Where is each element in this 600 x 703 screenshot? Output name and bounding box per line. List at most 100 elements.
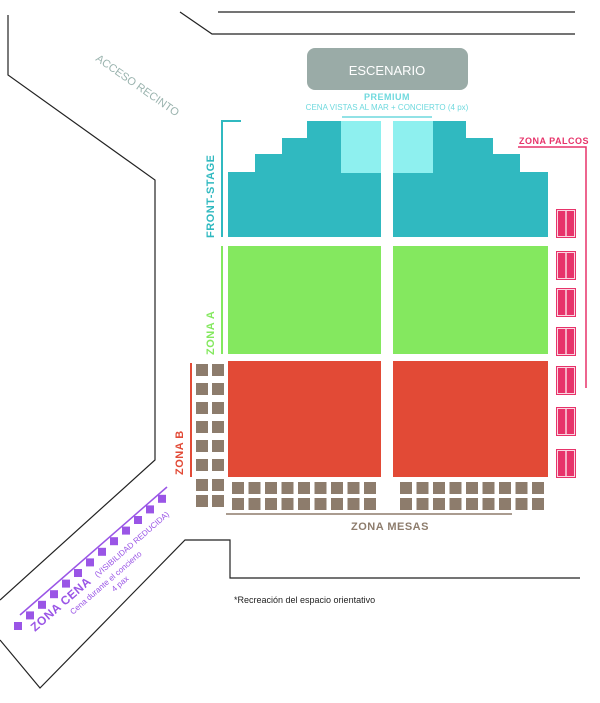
premium-right[interactable] [393, 121, 433, 173]
mesa-table[interactable] [212, 364, 224, 376]
mesa-table[interactable] [466, 498, 478, 510]
mesa-table[interactable] [196, 479, 208, 491]
palco-inner-border [557, 210, 575, 237]
mesa-table[interactable] [196, 364, 208, 376]
palco-inner-border [557, 328, 575, 355]
mesa-table[interactable] [314, 482, 327, 494]
mesa-table[interactable] [196, 421, 208, 433]
palco-box[interactable] [556, 209, 576, 238]
cena-table[interactable] [14, 622, 22, 630]
wall-bottom-left [0, 539, 580, 689]
mesa-table[interactable] [466, 482, 478, 494]
front-stage-bracket [221, 120, 241, 237]
mesa-table[interactable] [331, 482, 343, 494]
mesa-table[interactable] [232, 498, 244, 510]
cena-table[interactable] [122, 526, 130, 535]
mesa-table[interactable] [347, 482, 360, 494]
venue-walls [0, 11, 580, 689]
mesa-table[interactable] [314, 498, 327, 510]
cena-table[interactable] [50, 590, 58, 599]
mesa-table[interactable] [532, 482, 544, 494]
palco-inner-border [557, 367, 575, 394]
zona-b-label: ZONA B [174, 430, 186, 475]
mesa-table[interactable] [515, 498, 528, 510]
mesa-table[interactable] [212, 459, 224, 471]
mesa-table[interactable] [265, 482, 277, 494]
mesa-table[interactable] [331, 498, 343, 510]
cena-table[interactable] [26, 611, 34, 620]
cena-table[interactable] [74, 569, 82, 577]
mesa-table[interactable] [212, 383, 224, 395]
mesa-table[interactable] [482, 498, 495, 510]
mesa-table[interactable] [212, 479, 224, 491]
front-stage-label: FRONT-STAGE [205, 154, 217, 238]
palco-box[interactable] [556, 449, 576, 478]
mesa-table[interactable] [364, 498, 376, 510]
wall-top [179, 11, 575, 35]
zona-cena [14, 494, 166, 630]
mesa-table[interactable] [248, 498, 261, 510]
cena-table[interactable] [62, 579, 70, 588]
mesa-table[interactable] [281, 498, 294, 510]
mesa-table[interactable] [433, 482, 445, 494]
mesa-table[interactable] [416, 482, 429, 494]
palco-box[interactable] [556, 366, 576, 395]
zona-mesas-label: ZONA MESAS [351, 521, 429, 533]
mesa-table[interactable] [298, 482, 310, 494]
zona-a-right[interactable] [393, 246, 548, 354]
mesa-table[interactable] [416, 498, 429, 510]
mesa-table[interactable] [281, 482, 294, 494]
footnote: *Recreación del espacio orientativo [234, 595, 375, 605]
mesa-table[interactable] [499, 482, 511, 494]
mesa-table[interactable] [400, 482, 412, 494]
zona-cena-suffix: (VISIBILIDAD REDUCIDA) [93, 509, 171, 579]
palco-inner-border [557, 450, 575, 477]
cena-table[interactable] [158, 494, 166, 503]
palco-box[interactable] [556, 251, 576, 280]
mesa-table[interactable] [364, 482, 376, 494]
cena-table[interactable] [110, 537, 118, 546]
mesa-table[interactable] [449, 482, 462, 494]
zona-cena-underline [19, 486, 168, 616]
mesa-table[interactable] [400, 498, 412, 510]
mesa-table[interactable] [248, 482, 261, 494]
zona-a-label: ZONA A [205, 311, 217, 355]
mesa-table[interactable] [433, 498, 445, 510]
zona-a-left[interactable] [228, 246, 381, 354]
cena-table[interactable] [134, 516, 142, 524]
mesa-table[interactable] [196, 440, 208, 452]
palco-box[interactable] [556, 327, 576, 356]
palco-box[interactable] [556, 407, 576, 436]
mesa-table[interactable] [212, 402, 224, 414]
mesa-table[interactable] [347, 498, 360, 510]
mesa-table[interactable] [212, 495, 224, 507]
mesa-table[interactable] [196, 402, 208, 414]
mesa-table[interactable] [515, 482, 528, 494]
mesa-table[interactable] [265, 498, 277, 510]
mesa-table[interactable] [449, 498, 462, 510]
mesa-table[interactable] [298, 498, 310, 510]
mesa-table[interactable] [212, 421, 224, 433]
mesa-table[interactable] [196, 495, 208, 507]
zona-mesas [196, 364, 544, 510]
mesa-table[interactable] [196, 459, 208, 471]
mesa-table[interactable] [482, 482, 495, 494]
premium-left[interactable] [341, 121, 381, 173]
palco-inner-border [557, 408, 575, 435]
cena-table[interactable] [146, 505, 154, 514]
mesa-table[interactable] [532, 498, 544, 510]
mesa-table[interactable] [196, 383, 208, 395]
palco-box[interactable] [556, 288, 576, 317]
zona-b-left[interactable] [228, 361, 381, 477]
mesa-table[interactable] [499, 498, 511, 510]
cena-table[interactable] [38, 600, 46, 609]
mesa-table[interactable] [212, 440, 224, 452]
cena-table[interactable] [98, 547, 106, 556]
zona-palcos-bracket [518, 146, 587, 388]
cena-table[interactable] [86, 558, 94, 567]
wall-left-outer [0, 15, 156, 601]
mesa-table[interactable] [232, 482, 244, 494]
zona-b-right[interactable] [393, 361, 548, 477]
stage [307, 48, 468, 90]
